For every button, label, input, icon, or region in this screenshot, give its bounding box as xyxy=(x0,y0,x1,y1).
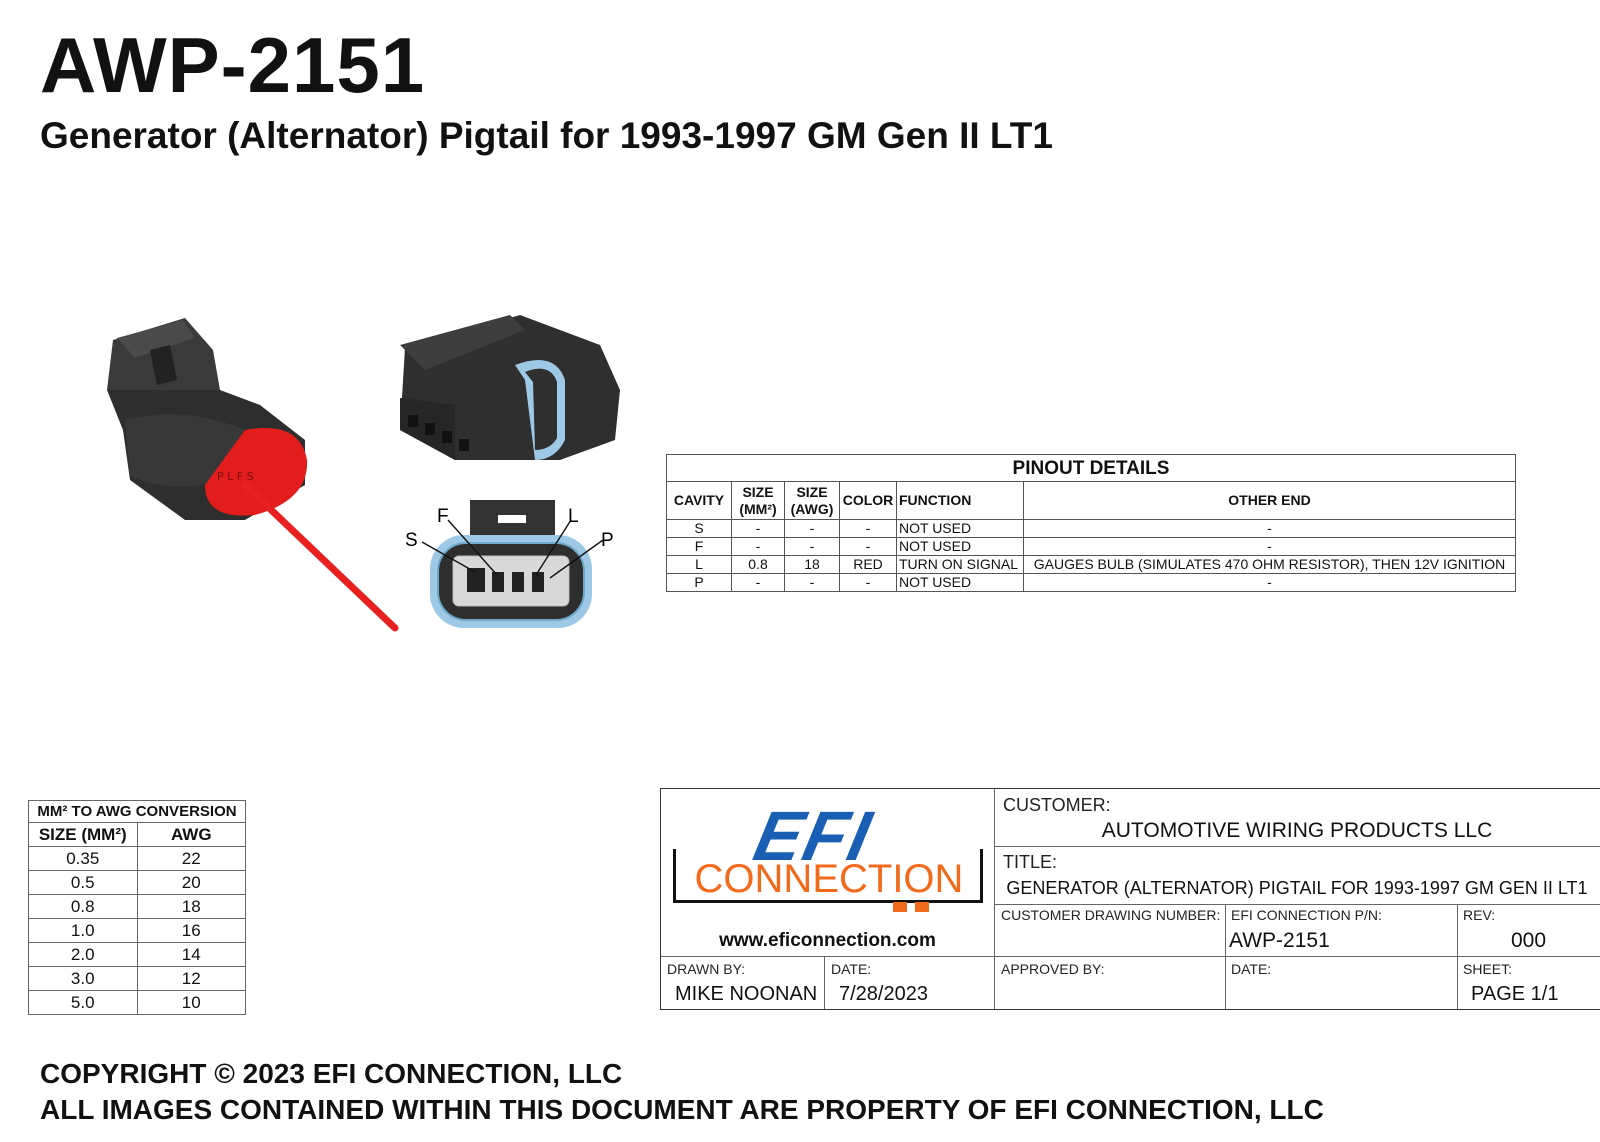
efi-pn-value: AWP-2151 xyxy=(1229,929,1330,952)
connector-side-view: P L F S xyxy=(107,318,399,632)
title-block: EFI CONNECTION www.eficonnection.com CUS… xyxy=(660,788,1600,1010)
pinout-cell: - xyxy=(1023,573,1516,592)
connector-rear-view xyxy=(400,315,620,460)
title-label: TITLE: xyxy=(1003,852,1058,872)
pinout-cell: - xyxy=(1023,537,1516,556)
pinout-header-size-awg: SIZE (AWG) xyxy=(784,481,840,520)
conversion-cell: 16 xyxy=(136,918,246,943)
rev-label: REV: xyxy=(1463,907,1496,923)
drawn-by-value: MIKE NOONAN xyxy=(675,983,818,1005)
conversion-cell: 14 xyxy=(136,942,246,967)
cavity-label-l: L xyxy=(568,506,579,527)
pinout-cell: NOT USED xyxy=(896,537,1024,556)
pinout-header-size-mm: SIZE (MM²) xyxy=(731,481,785,520)
housing-letters: P L F S xyxy=(217,470,254,483)
sheet-label: SHEET: xyxy=(1463,961,1513,977)
conversion-cell: 12 xyxy=(136,966,246,991)
pinout-cell: - xyxy=(1023,519,1516,538)
pinout-row: F---NOT USED- xyxy=(666,537,1516,556)
customer-drawing-number-label: CUSTOMER DRAWING NUMBER: xyxy=(1001,907,1221,923)
conversion-cell: 1.0 xyxy=(28,918,138,943)
pinout-cell: F xyxy=(666,537,732,556)
customer-label: CUSTOMER: xyxy=(1003,795,1111,815)
pinout-caption: PINOUT DETAILS xyxy=(666,454,1516,482)
red-wire xyxy=(241,481,399,632)
conversion-cell: 0.8 xyxy=(28,894,138,919)
pinout-cell: RED xyxy=(839,555,897,574)
copyright-line: COPYRIGHT © 2023 EFI CONNECTION, LLC xyxy=(40,1058,623,1089)
customer-value: AUTOMOTIVE WIRING PRODUCTS LLC xyxy=(1101,819,1493,842)
pinout-cell: - xyxy=(839,519,897,538)
conversion-cell: 0.35 xyxy=(28,846,138,871)
efi-logo: EFI CONNECTION xyxy=(671,797,987,939)
pinout-row: P---NOT USED- xyxy=(666,573,1516,592)
conversion-header-awg: AWG xyxy=(136,822,246,847)
conversion-cell: 3.0 xyxy=(28,966,138,991)
conversion-cell: 20 xyxy=(136,870,246,895)
efi-pn-label: EFI CONNECTION P/N: xyxy=(1231,907,1382,923)
pinout-cell: - xyxy=(839,537,897,556)
pinout-cell: L xyxy=(666,555,732,574)
conversion-cell: 18 xyxy=(136,894,246,919)
title-value: GENERATOR (ALTERNATOR) PIGTAIL FOR 1993-… xyxy=(1006,878,1588,898)
connector-illustrations: P L F S S F L P xyxy=(107,315,620,632)
pinout-cell: - xyxy=(731,537,785,556)
logo-connection-text: CONNECTION xyxy=(694,857,964,901)
conversion-header-size: SIZE (MM²) xyxy=(28,822,138,847)
pinout-header-function: FUNCTION xyxy=(896,481,1024,520)
conversion-table: MM² TO AWG CONVERSION SIZE (MM²) AWG 0.3… xyxy=(28,800,246,1015)
pinout-cell: GAUGES BULB (SIMULATES 470 OHM RESISTOR)… xyxy=(1023,555,1516,574)
date-label: DATE: xyxy=(831,961,872,977)
pinout-row: S---NOT USED- xyxy=(666,519,1516,538)
conversion-cell: 0.5 xyxy=(28,870,138,895)
pinout-table: PINOUT DETAILS CAVITY SIZE (MM²) SIZE (A… xyxy=(666,454,1516,592)
date-value: 7/28/2023 xyxy=(839,983,928,1005)
pinout-cell: - xyxy=(731,573,785,592)
conversion-cell: 22 xyxy=(136,846,246,871)
conversion-cell: 2.0 xyxy=(28,942,138,967)
pinout-cell: - xyxy=(784,537,840,556)
pinout-cell: 18 xyxy=(784,555,840,574)
pinout-cell: - xyxy=(784,573,840,592)
website-text: www.eficonnection.com xyxy=(719,930,936,951)
cavity-label-s: S xyxy=(405,530,418,551)
pinout-cell: - xyxy=(784,519,840,538)
pinout-header-cavity: CAVITY xyxy=(666,481,732,520)
pinout-cell: NOT USED xyxy=(896,573,1024,592)
rev-value: 000 xyxy=(1510,929,1547,952)
property-notice-line: ALL IMAGES CONTAINED WITHIN THIS DOCUMEN… xyxy=(40,1094,1324,1125)
pinout-cell: P xyxy=(666,573,732,592)
conversion-caption: MM² TO AWG CONVERSION xyxy=(28,800,246,823)
cavity-label-f: F xyxy=(437,506,449,527)
conversion-cell: 5.0 xyxy=(28,990,138,1015)
sheet-value: PAGE 1/1 xyxy=(1471,983,1559,1005)
pinout-header-other-end: OTHER END xyxy=(1023,481,1516,520)
part-subtitle: Generator (Alternator) Pigtail for 1993-… xyxy=(40,115,1053,156)
pinout-cell: - xyxy=(839,573,897,592)
pinout-cell: TURN ON SIGNAL xyxy=(896,555,1024,574)
pinout-cell: NOT USED xyxy=(896,519,1024,538)
part-number-title: AWP-2151 xyxy=(40,21,426,109)
pinout-header-color: COLOR xyxy=(839,481,897,520)
date2-label: DATE: xyxy=(1231,961,1272,977)
pinout-cell: - xyxy=(731,519,785,538)
drawn-by-label: DRAWN BY: xyxy=(667,961,746,977)
cavity-label-p: P xyxy=(601,530,614,551)
logo-plug-icon xyxy=(893,902,907,912)
approved-by-label: APPROVED BY: xyxy=(1001,961,1105,977)
conversion-cell: 10 xyxy=(136,990,246,1015)
logo-socket-icon xyxy=(915,902,929,912)
pinout-cell: 0.8 xyxy=(731,555,785,574)
pinout-cell: S xyxy=(666,519,732,538)
connector-face-diagram: S F L P xyxy=(405,500,614,628)
